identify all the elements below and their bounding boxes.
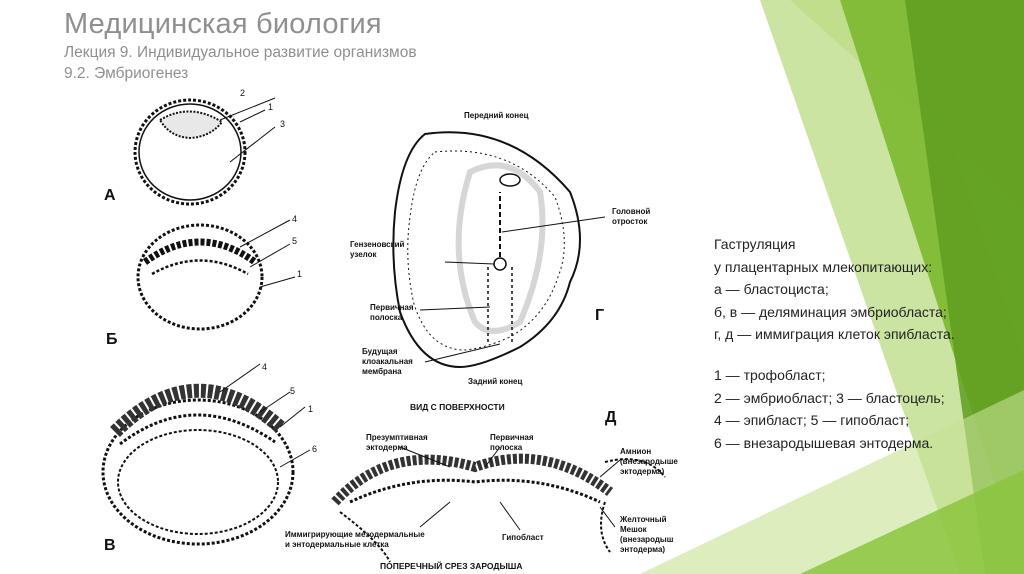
panel-b-delamination bbox=[138, 220, 295, 329]
panel-letter-d: Д bbox=[605, 409, 617, 426]
label-1-v: 1 bbox=[308, 404, 313, 414]
panel-letter-b: Б bbox=[106, 331, 118, 348]
label-1: 1 bbox=[268, 102, 273, 112]
panel-letter-g: Г bbox=[595, 307, 604, 324]
label-presumptive-2: эктодерма bbox=[366, 443, 408, 452]
label-presumptive-1: Презумптивная bbox=[366, 433, 428, 442]
notes-line: а — бластоциста; bbox=[714, 278, 955, 301]
label-hensen-2: узелок bbox=[350, 250, 378, 259]
label-1-b: 1 bbox=[297, 269, 302, 279]
slide-header: Медицинская биология Лекция 9. Индивидуа… bbox=[64, 8, 417, 83]
panel-letter-v: В bbox=[104, 537, 116, 554]
label-immigrating-2: и энтодермальные клетка bbox=[285, 540, 389, 549]
label-5-v: 5 bbox=[290, 386, 295, 396]
legend-line: 1 — трофобласт; bbox=[714, 364, 955, 387]
notes-spacer bbox=[714, 346, 955, 364]
panel-v-delamination bbox=[103, 364, 310, 544]
label-cs-streak-2: полоска bbox=[490, 443, 523, 452]
label-yolk-3: (внезародыш bbox=[620, 535, 674, 544]
embryogenesis-figure: А Б В Г Д 2 1 3 4 5 1 4 5 1 6 Передний к… bbox=[90, 82, 690, 574]
panel-letter-a: А bbox=[104, 187, 116, 204]
label-5-b: 5 bbox=[292, 236, 297, 246]
caption-cross-section: ПОПЕРЕЧНЫЙ СРЕЗ ЗАРОДЫША bbox=[380, 560, 522, 571]
label-head-process-1: Головной bbox=[612, 207, 650, 216]
notes-line: Гаструляция bbox=[714, 233, 955, 256]
label-4-b: 4 bbox=[292, 214, 297, 224]
notes-line: г, д — иммиграция клеток эпибласта. bbox=[714, 323, 955, 346]
label-posterior-end: Задний конец bbox=[468, 377, 522, 386]
label-cs-streak-1: Первичная bbox=[490, 433, 534, 442]
label-cloacal-2: клоакальная bbox=[362, 357, 413, 366]
label-immigrating-1: Иммигрирующие мезодермальные bbox=[285, 530, 425, 539]
label-yolk-4: энтодерма) bbox=[620, 545, 665, 554]
label-head-process-2: отросток bbox=[612, 217, 648, 226]
label-amnion-3: эктодерма) bbox=[620, 467, 665, 476]
slide-subtitle-1: Лекция 9. Индивидуальное развитие органи… bbox=[64, 43, 417, 62]
label-3: 3 bbox=[280, 119, 285, 129]
slide-title: Медицинская биология bbox=[64, 8, 417, 41]
label-amnion-2: (внезародыше bbox=[620, 457, 678, 466]
label-amnion-1: Амнион bbox=[620, 447, 651, 456]
legend-line: 2 — эмбриобласт; 3 — бластоцель; bbox=[714, 387, 955, 410]
panel-a-blastocyst bbox=[135, 98, 275, 204]
gastrulation-notes: Гаструляция у плацентарных млекопитающих… bbox=[714, 233, 955, 454]
caption-surface-view: ВИД С ПОВЕРХНОСТИ bbox=[410, 402, 505, 412]
label-yolk-2: Мешок bbox=[620, 525, 648, 534]
label-yolk-1: Желточный bbox=[619, 515, 667, 524]
label-hypoblast: Гипобласт bbox=[502, 533, 544, 542]
label-2: 2 bbox=[240, 88, 245, 98]
label-4-v: 4 bbox=[262, 362, 267, 372]
label-6-v: 6 bbox=[312, 444, 317, 454]
label-primitive-streak-2: полоска bbox=[370, 313, 403, 322]
panel-g-surface-view bbox=[393, 132, 605, 367]
label-anterior-end: Передний конец bbox=[464, 111, 529, 120]
label-primitive-streak-1: Первичная bbox=[370, 303, 414, 312]
label-cloacal-3: мембрана bbox=[362, 367, 402, 376]
label-cloacal-1: Будущая bbox=[362, 347, 398, 356]
slide-subtitle-2: 9.2. Эмбриогенез bbox=[64, 64, 417, 83]
label-hensen-1: Гензеновский bbox=[350, 240, 405, 249]
notes-line: б, в — деляминация эмбриобласта; bbox=[714, 301, 955, 324]
legend-line: 6 — внезародышевая энтодерма. bbox=[714, 432, 955, 455]
notes-line: у плацентарных млекопитающих: bbox=[714, 256, 955, 279]
legend-line: 4 — эпибласт; 5 — гипобласт; bbox=[714, 409, 955, 432]
